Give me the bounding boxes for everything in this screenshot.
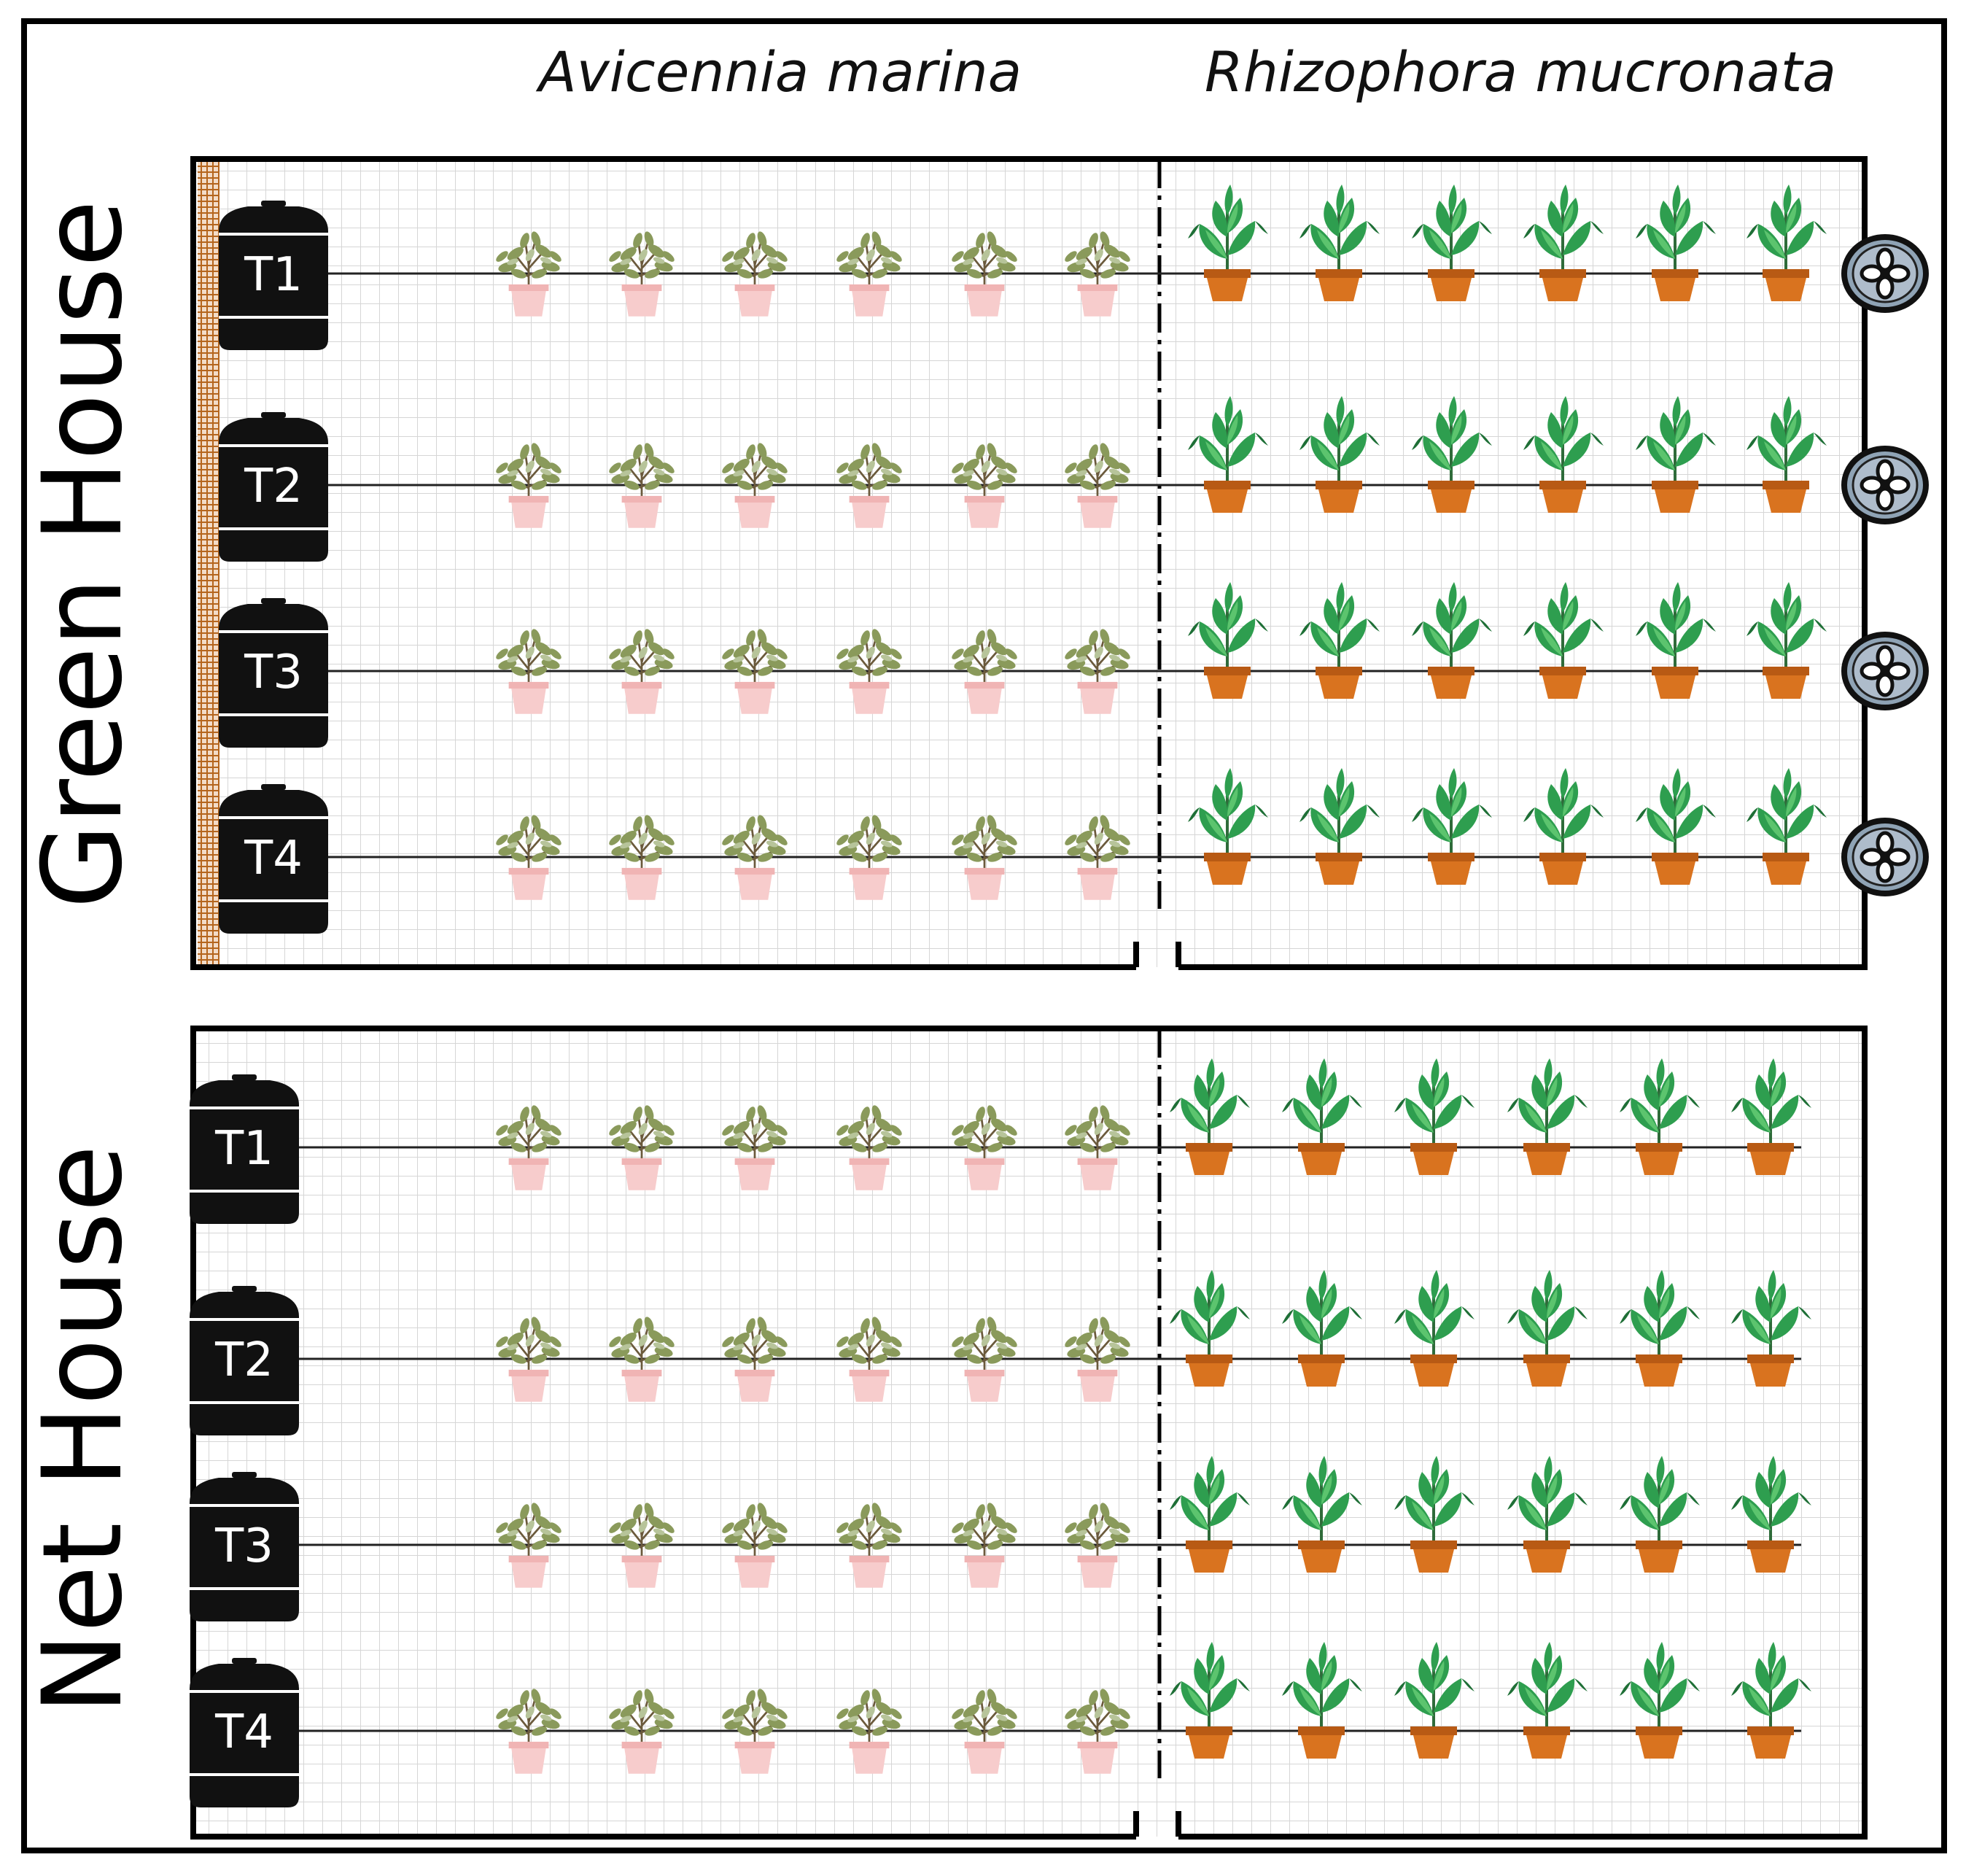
tank-label: T3 <box>214 1519 273 1573</box>
treatment-row: T2 <box>190 1268 1813 1435</box>
door-opening <box>1133 1811 1181 1837</box>
exhaust-fan-icon <box>1844 821 1926 894</box>
house-wall <box>190 1026 1868 1840</box>
exhaust-fan-icon <box>1844 237 1926 310</box>
door-opening <box>1133 942 1181 967</box>
house-floor-grid <box>193 159 1865 967</box>
house-floor-grid <box>193 1028 1865 1837</box>
tank-label: T1 <box>244 248 303 302</box>
treatment-row: T1 <box>219 183 1926 350</box>
treatment-row: T3 <box>190 1454 1813 1621</box>
cooling-pad <box>198 162 219 964</box>
outer-frame <box>21 18 1947 1853</box>
tank-label: T3 <box>244 646 303 699</box>
tank-label: T2 <box>244 460 303 513</box>
treatment-row: T4 <box>190 1640 1813 1807</box>
tank-label: T2 <box>214 1333 273 1387</box>
tank-label: T4 <box>244 832 303 885</box>
treatment-row: T3 <box>219 581 1926 748</box>
exhaust-fan-icon <box>1844 635 1926 708</box>
tank-label: T1 <box>214 1122 273 1176</box>
exhaust-fan-icon <box>1844 449 1926 522</box>
house-label-green: Green House <box>20 200 147 909</box>
treatment-row: T1 <box>190 1057 1813 1224</box>
treatment-row: T2 <box>219 395 1926 562</box>
treatment-row: T4 <box>219 767 1926 934</box>
species-label-rhizophora: Rhizophora mucronata <box>1205 39 1836 104</box>
tank-label: T4 <box>214 1705 273 1759</box>
house-label-net: Net House <box>20 1144 147 1714</box>
house-wall <box>190 156 1868 970</box>
species-label-avicennia: Avicennia marina <box>535 39 1022 104</box>
